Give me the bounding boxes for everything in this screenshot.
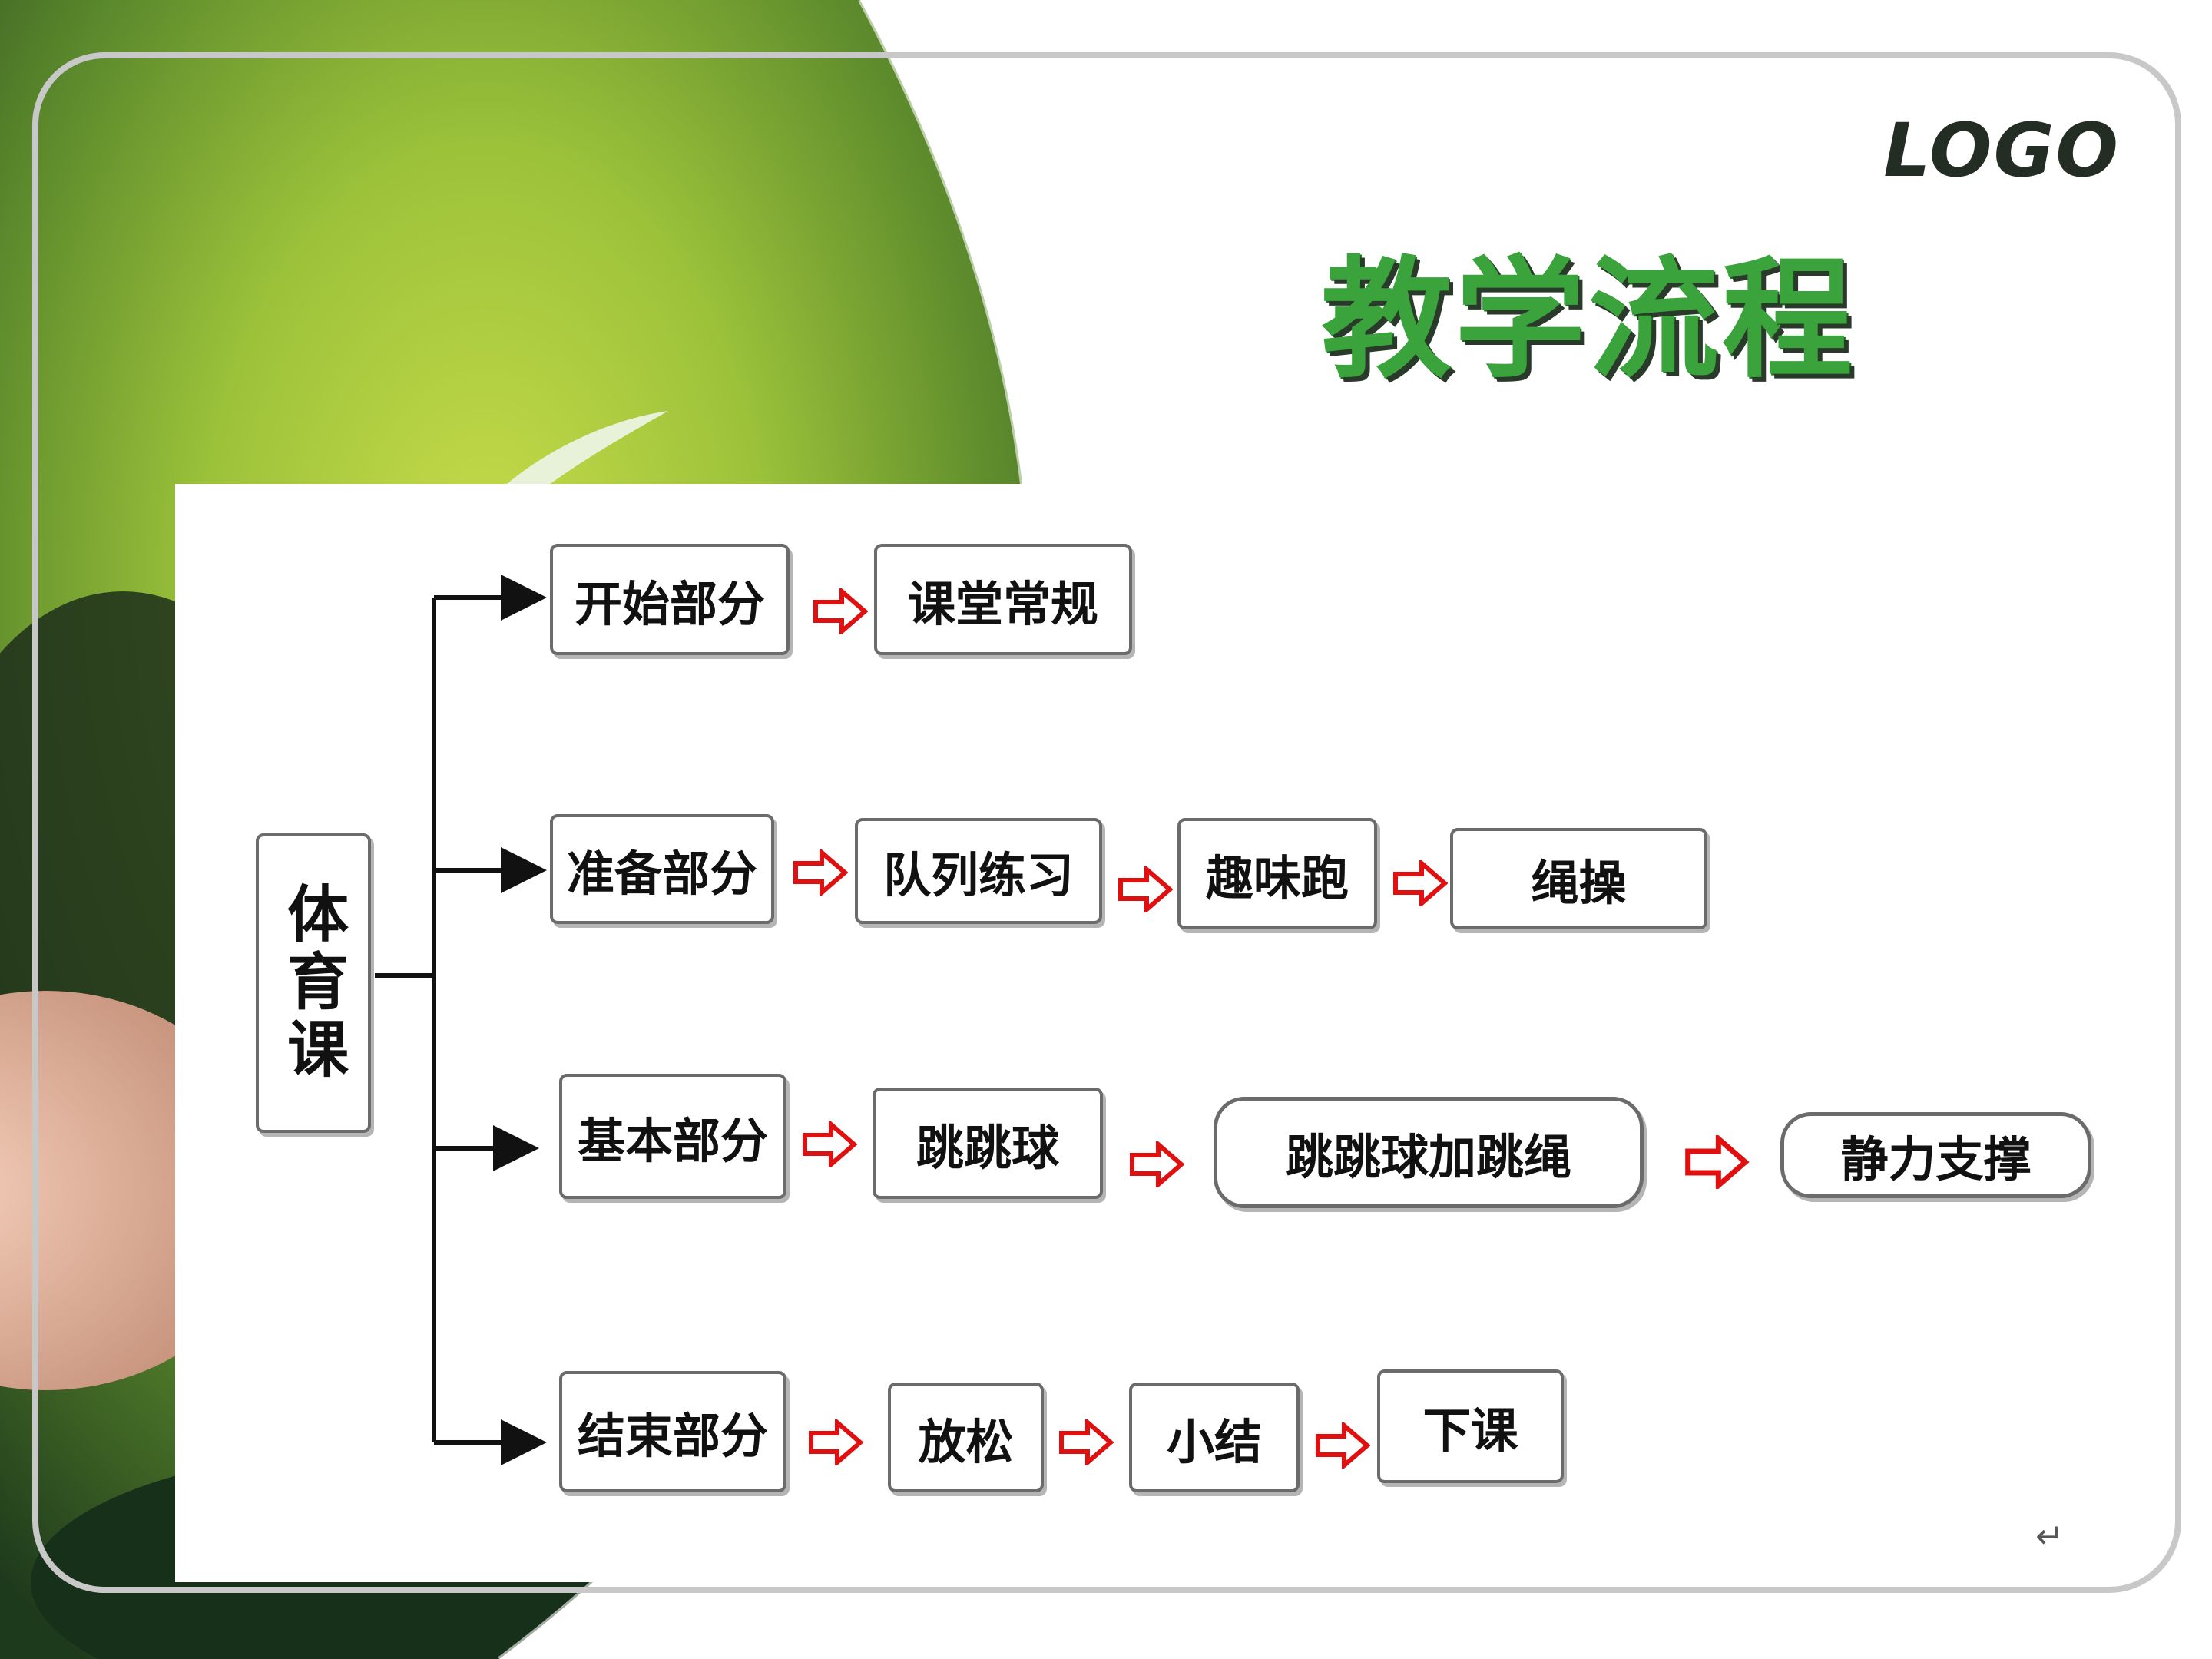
step-box-jump-ball: 跳跳球 bbox=[873, 1088, 1103, 1199]
section-box-basic: 基本部分 bbox=[559, 1074, 786, 1199]
step-box-relax: 放松 bbox=[888, 1382, 1044, 1492]
return-mark-icon: ↵ bbox=[2035, 1517, 2064, 1556]
red-arrow-icon bbox=[793, 849, 848, 896]
step-box-summary: 小结 bbox=[1129, 1382, 1300, 1492]
red-arrow-icon bbox=[1059, 1419, 1114, 1465]
red-arrow-icon bbox=[1393, 860, 1448, 906]
red-arrow-icon bbox=[1130, 1141, 1184, 1187]
step-box-rope-exercise: 绳操 bbox=[1450, 828, 1707, 929]
slide-frame bbox=[32, 52, 2181, 1593]
red-arrow-icon bbox=[813, 588, 868, 634]
red-arrow-icon bbox=[1316, 1422, 1370, 1469]
step-box-drill: 队列练习 bbox=[855, 818, 1102, 924]
page-title: 教学流程 bbox=[1321, 244, 1856, 396]
root-box: 体育课 bbox=[256, 833, 371, 1133]
red-arrow-icon bbox=[803, 1121, 857, 1167]
red-arrow-icon bbox=[1685, 1135, 1750, 1189]
step-box-fun-run: 趣味跑 bbox=[1177, 818, 1377, 929]
step-box-dismiss: 下课 bbox=[1377, 1369, 1564, 1483]
section-box-prep: 准备部分 bbox=[550, 814, 774, 924]
step-box-class-routine: 课堂常规 bbox=[874, 544, 1132, 655]
step-box-jump-ball-and-rope: 跳跳球加跳绳 bbox=[1214, 1097, 1644, 1208]
step-box-static-support: 静力支撑 bbox=[1780, 1112, 2091, 1198]
logo-text: LOGO bbox=[1883, 108, 2120, 194]
red-arrow-icon bbox=[1118, 866, 1173, 912]
red-arrow-icon bbox=[809, 1419, 863, 1465]
section-box-start: 开始部分 bbox=[550, 544, 790, 655]
section-box-end: 结束部分 bbox=[559, 1371, 786, 1492]
